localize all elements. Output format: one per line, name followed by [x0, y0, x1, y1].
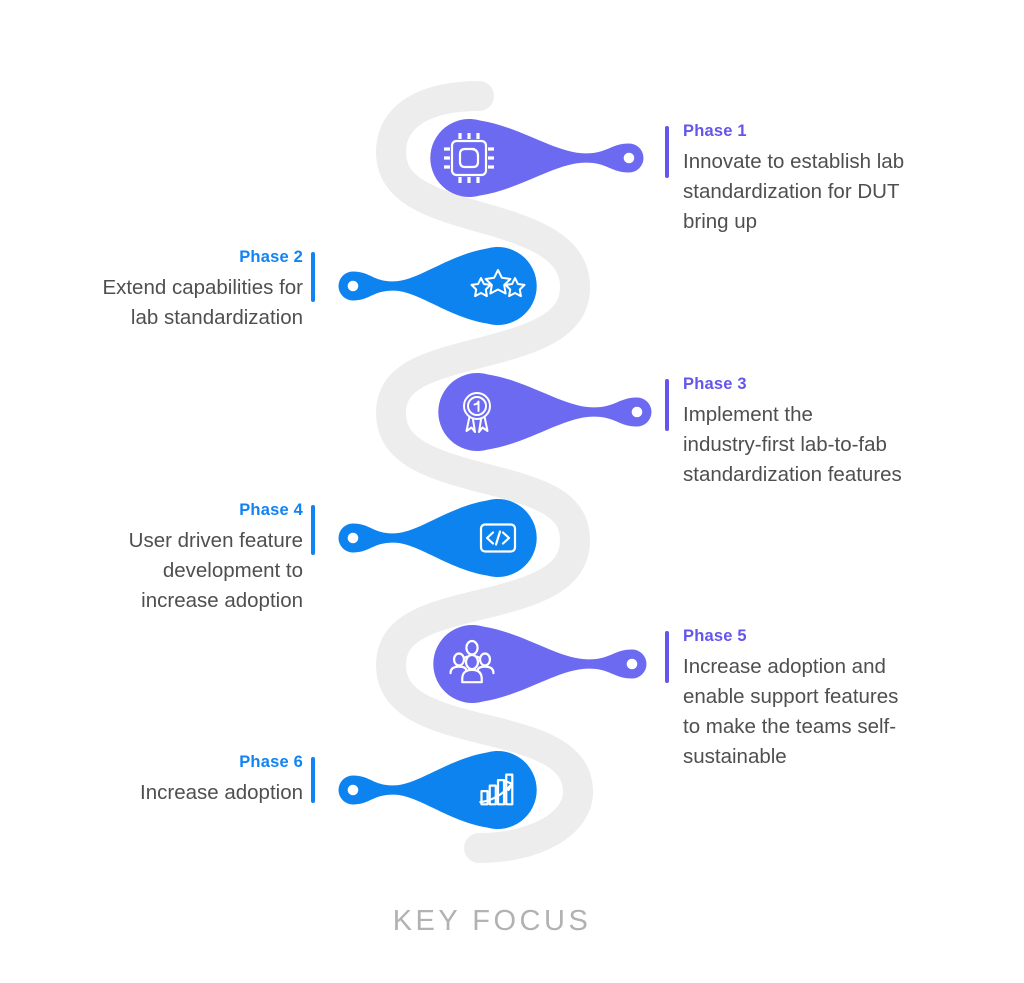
phase-4-spoon: [338, 499, 537, 577]
phase-6-description: Increase adoption: [140, 781, 303, 804]
tail-dot: [347, 784, 359, 796]
stars-icon: [470, 269, 526, 298]
code-icon: [479, 523, 517, 553]
phase-2-spoon: [338, 247, 537, 325]
serpentine-path: [376, 81, 593, 863]
phase-5-label: Phase 5: [683, 627, 747, 645]
team-icon: [449, 639, 495, 684]
medal-icon: [463, 392, 491, 433]
tail-dot: [347, 532, 359, 544]
phase-4-label: Phase 4: [239, 501, 303, 519]
phase-1-accent-bar: [665, 126, 669, 178]
key-focus-title: KEY FOCUS: [392, 905, 592, 937]
phase-6-accent-bar: [311, 757, 315, 803]
phase-2-label: Phase 2: [239, 248, 303, 266]
phase-6-block: Phase 6 Increase adoption: [0, 753, 303, 808]
growth-chart-icon: [479, 773, 514, 806]
phase-1-spoon: [430, 119, 644, 197]
phase-6-spoon: [338, 751, 537, 829]
tail-dot: [347, 280, 359, 292]
chip-icon: [444, 133, 494, 183]
phase-3-spoon: [438, 373, 652, 451]
tail-dot: [626, 658, 638, 670]
phase-3-label: Phase 3: [683, 375, 747, 393]
phase-6-label: Phase 6: [239, 753, 303, 771]
phase-5-accent-bar: [665, 631, 669, 683]
phase-4-accent-bar: [311, 505, 315, 555]
tail-dot: [623, 152, 635, 164]
phase-5-spoon: [433, 625, 647, 703]
phase-3-accent-bar: [665, 379, 669, 431]
phase-2-accent-bar: [311, 252, 315, 302]
tail-dot: [631, 406, 643, 418]
phase-1-label: Phase 1: [683, 122, 747, 140]
